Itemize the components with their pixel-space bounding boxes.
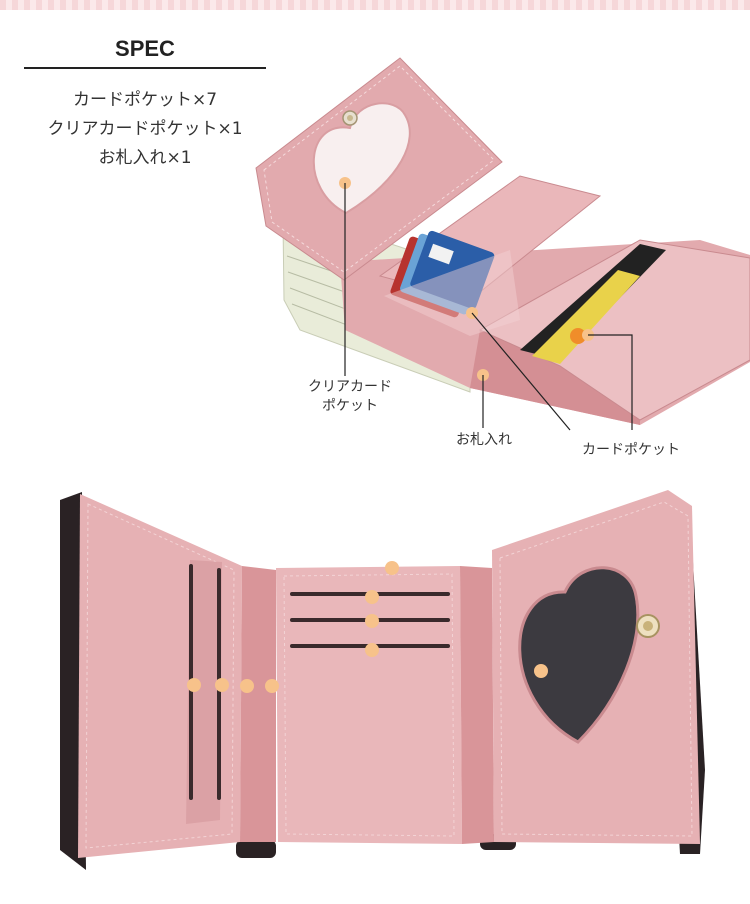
spec-item-card-pocket: カードポケット×7: [72, 90, 218, 110]
wallet-open-photo: [255, 57, 750, 431]
spec-underline: [24, 67, 266, 69]
spec-title: SPEC: [115, 36, 175, 61]
callout-card-pocket: カードポケット: [582, 442, 680, 458]
callout-clear-card-pocket-line2: ポケット: [322, 398, 378, 414]
callout-clear-card-pocket: クリアカード ポケット: [292, 378, 408, 416]
spec-list: カードポケット×7 クリアカードポケット×1 お札入れ×1: [24, 86, 266, 173]
top-stripe: [0, 0, 750, 10]
wallet-unfolded-photo: [60, 490, 705, 870]
spec-item-clear-pocket: クリアカードポケット×1: [47, 119, 243, 139]
callout-clear-card-pocket-line1: クリアカード: [308, 379, 392, 395]
spec-item-bill: お札入れ×1: [98, 148, 192, 168]
callout-bill-compartment: お札入れ: [456, 432, 512, 448]
